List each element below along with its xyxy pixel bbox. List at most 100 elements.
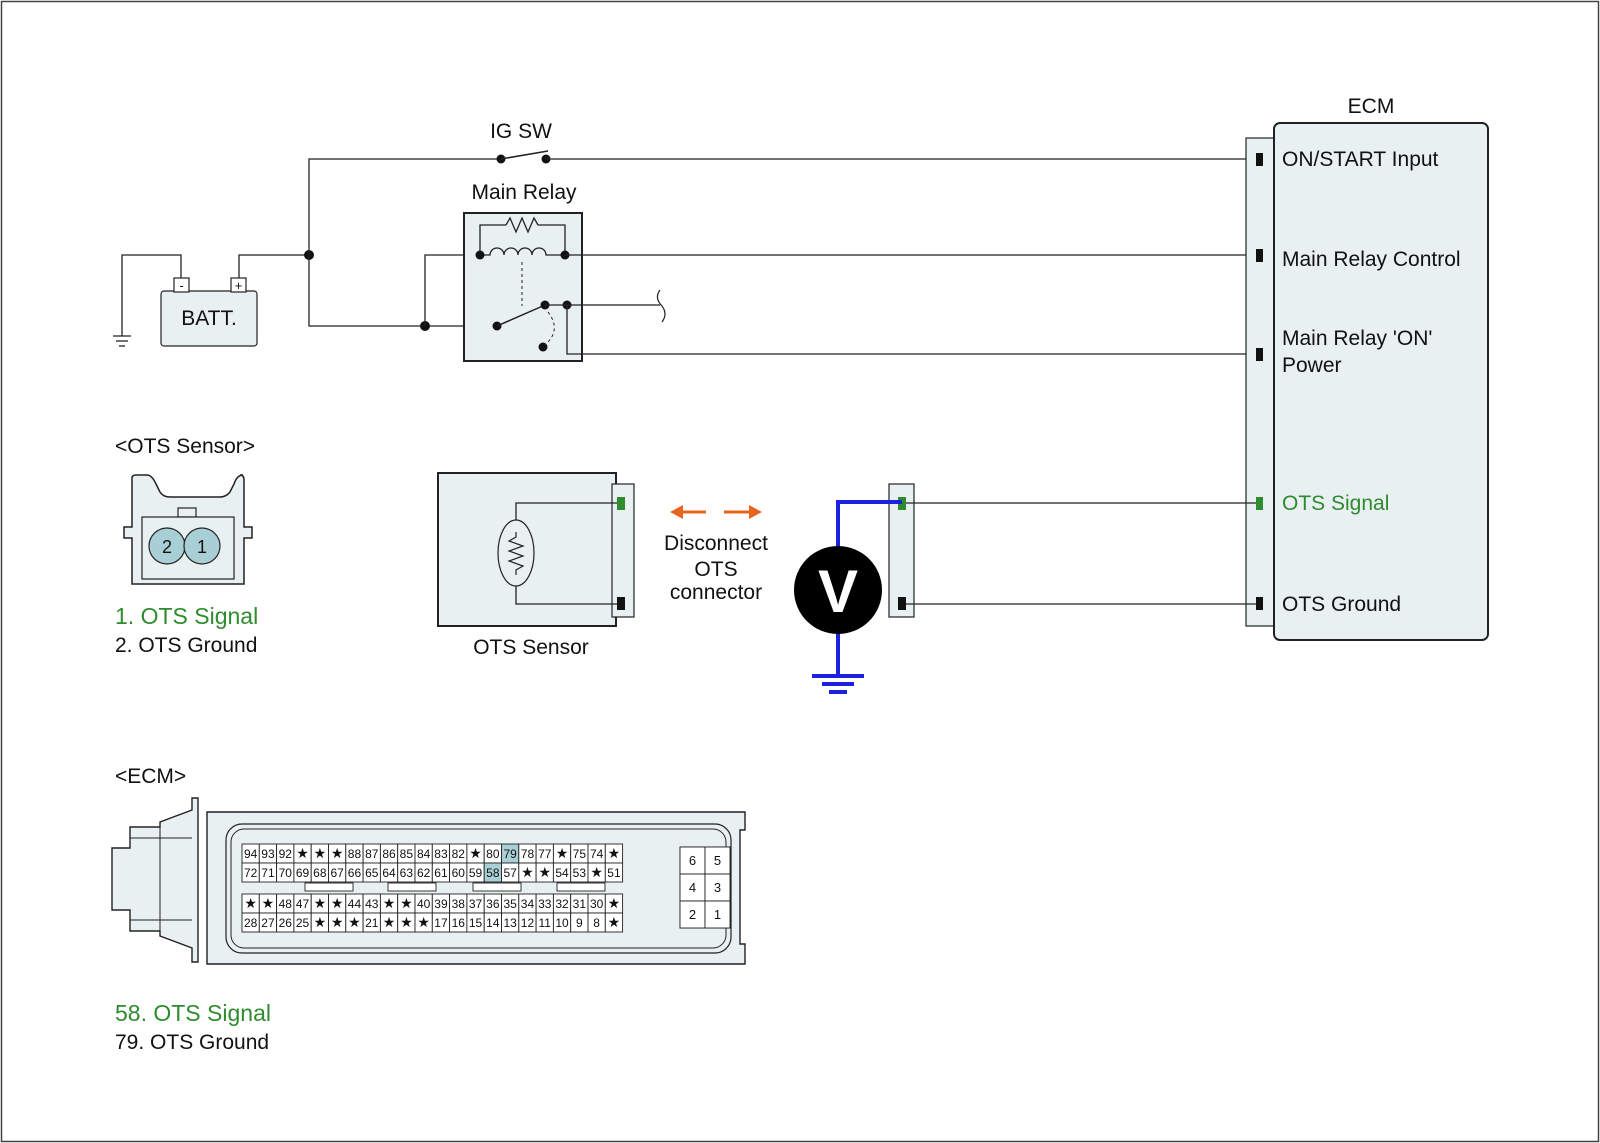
ecm-pin-label: 93 [261, 847, 275, 861]
ecm-pin-label: 27 [261, 916, 275, 930]
ecm-pin-label: ★ [556, 845, 569, 861]
ots-sensor-signal-terminal [617, 497, 625, 510]
ecm-pin-label: 82 [452, 847, 466, 861]
battery-ground-wire [121, 254, 182, 336]
ecm-pin-label: 62 [417, 866, 431, 880]
relay-coil-feed-wire [424, 254, 480, 326]
ecm-pin-label: 92 [279, 847, 293, 861]
relay-coil [480, 247, 565, 256]
relay-feed-wire [308, 255, 497, 327]
ecm-pin-label: 32 [555, 897, 569, 911]
ecm-pin-ots-ground: OTS Ground [1282, 593, 1401, 616]
ecm-pin-label: 67 [330, 866, 344, 880]
ecm-pin-terminal [1256, 497, 1263, 510]
ots-connector-pin-1 [183, 527, 221, 565]
ecm-body [1273, 122, 1489, 641]
ecm-pin-label: ★ [314, 914, 327, 930]
ecm-pin-label: 35 [503, 897, 517, 911]
ecm-pin-label: ★ [590, 864, 603, 880]
ecm-connector-flange [111, 797, 199, 963]
ecm-pin-label: 12 [521, 916, 535, 930]
ots-sensor-caption: OTS Sensor [473, 636, 589, 659]
battery-positive-wire [238, 254, 309, 278]
main-relay-on-power-wire [566, 305, 1256, 355]
ecm-pin-label: ★ [331, 914, 344, 930]
ecm-side-pin-label: 5 [714, 853, 721, 868]
ecm-side-pin-label: 3 [714, 880, 721, 895]
ecm-pin-label: 66 [348, 866, 362, 880]
ecm-pin-label: 75 [573, 847, 587, 861]
ecm-pin-terminal [1256, 153, 1263, 166]
ecm-pin-label: 59 [469, 866, 483, 880]
ecm-pin-label: ★ [331, 895, 344, 911]
ecm-pin-label: 34 [521, 897, 535, 911]
ecm-pin-label: 36 [486, 897, 500, 911]
ecm-pin-label: 88 [348, 847, 362, 861]
ecm-pin-terminal [1256, 249, 1263, 262]
ecm-pin-label: 39 [434, 897, 448, 911]
ecm-pin-label: ★ [383, 914, 396, 930]
battery-label: BATT. [181, 307, 237, 330]
ecm-key-slot [472, 882, 522, 892]
ecm-pin-label: ★ [469, 845, 482, 861]
ecm-pin-label: 47 [296, 897, 310, 911]
ecm-pin-terminal [1256, 597, 1263, 610]
ecm-pin-label: ★ [538, 864, 551, 880]
ecm-side-pin-label: 2 [689, 907, 696, 922]
ots-sensor-connector [611, 483, 635, 618]
ecm-pin-label: 8 [593, 916, 600, 930]
ecm-pin-label: 40 [417, 897, 431, 911]
ecm-pin-label: 94 [244, 847, 258, 861]
ecm-pin-label: 21 [365, 916, 379, 930]
ecm-pin-label: 65 [365, 866, 379, 880]
ecm-pin-label: ★ [314, 845, 327, 861]
ecm-pin-label: 69 [296, 866, 310, 880]
ecm-pin-label: 11 [539, 916, 552, 930]
ecm-pin-label: ★ [348, 914, 361, 930]
ecm-pin-label: 10 [555, 916, 569, 930]
ecm-pin-label: 33 [538, 897, 552, 911]
ecm-pin-label: 83 [434, 847, 448, 861]
ecm-pin-label: 84 [417, 847, 431, 861]
disconnect-label-line2: OTS [694, 558, 737, 581]
thermistor-element [507, 532, 525, 575]
ecm-pin-label: ★ [608, 914, 621, 930]
ecm-pin-label: 53 [573, 866, 587, 880]
ecm-block: ECM ON/START Input Main Relay Control Ma… [1245, 95, 1489, 641]
ecm-connector-legend-ground: 79. OTS Ground [115, 1031, 269, 1054]
ecm-pin-label: 44 [348, 897, 362, 911]
ecm-pin-label: ★ [608, 895, 621, 911]
ecm-pin-label: 37 [469, 897, 483, 911]
ecm-title: ECM [1348, 95, 1395, 118]
ecm-pin-main-relay-on-power-line2: Power [1282, 354, 1342, 377]
ecm-pin-label: 72 [244, 866, 258, 880]
ecm-pin-label: 60 [452, 866, 466, 880]
ots-connector-legend-ground: 2. OTS Ground [115, 634, 257, 657]
ecm-pin-main-relay-control: Main Relay Control [1282, 248, 1461, 271]
ecm-pin-label: ★ [400, 895, 413, 911]
ecm-pin-label: 57 [503, 866, 517, 880]
voltmeter-icon [794, 546, 882, 634]
ecm-pin-label: ★ [417, 914, 430, 930]
ecm-pin-label: ★ [383, 895, 396, 911]
ecm-pin-label: 63 [400, 866, 414, 880]
ecm-pin-on-start-input: ON/START Input [1282, 148, 1439, 171]
battery [160, 290, 258, 347]
voltmeter-probe-wire [836, 500, 902, 549]
relay-switch-blade [496, 304, 546, 327]
ecm-pin-label: ★ [262, 895, 275, 911]
ground-icon [812, 674, 864, 694]
ig-sw-label: IG SW [490, 120, 552, 143]
ecm-pin-label: ★ [314, 895, 327, 911]
battery-negative-terminal [173, 277, 190, 293]
ecm-connector-title: <ECM> [115, 765, 186, 788]
ecm-pin-label: 58 [486, 866, 500, 880]
ig-switch-blade [500, 150, 549, 160]
ecm-pin-label: 85 [400, 847, 414, 861]
ecm-pin-label: 25 [296, 916, 310, 930]
ecm-pin-ots-signal: OTS Signal [1282, 492, 1389, 515]
ecm-pin-label: 15 [469, 916, 483, 930]
